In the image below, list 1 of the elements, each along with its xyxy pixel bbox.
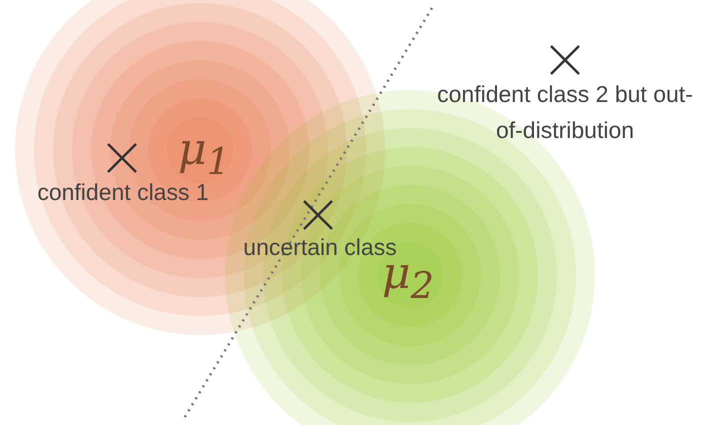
point-label: confident class 2 but out-of-distribution [436, 80, 694, 145]
